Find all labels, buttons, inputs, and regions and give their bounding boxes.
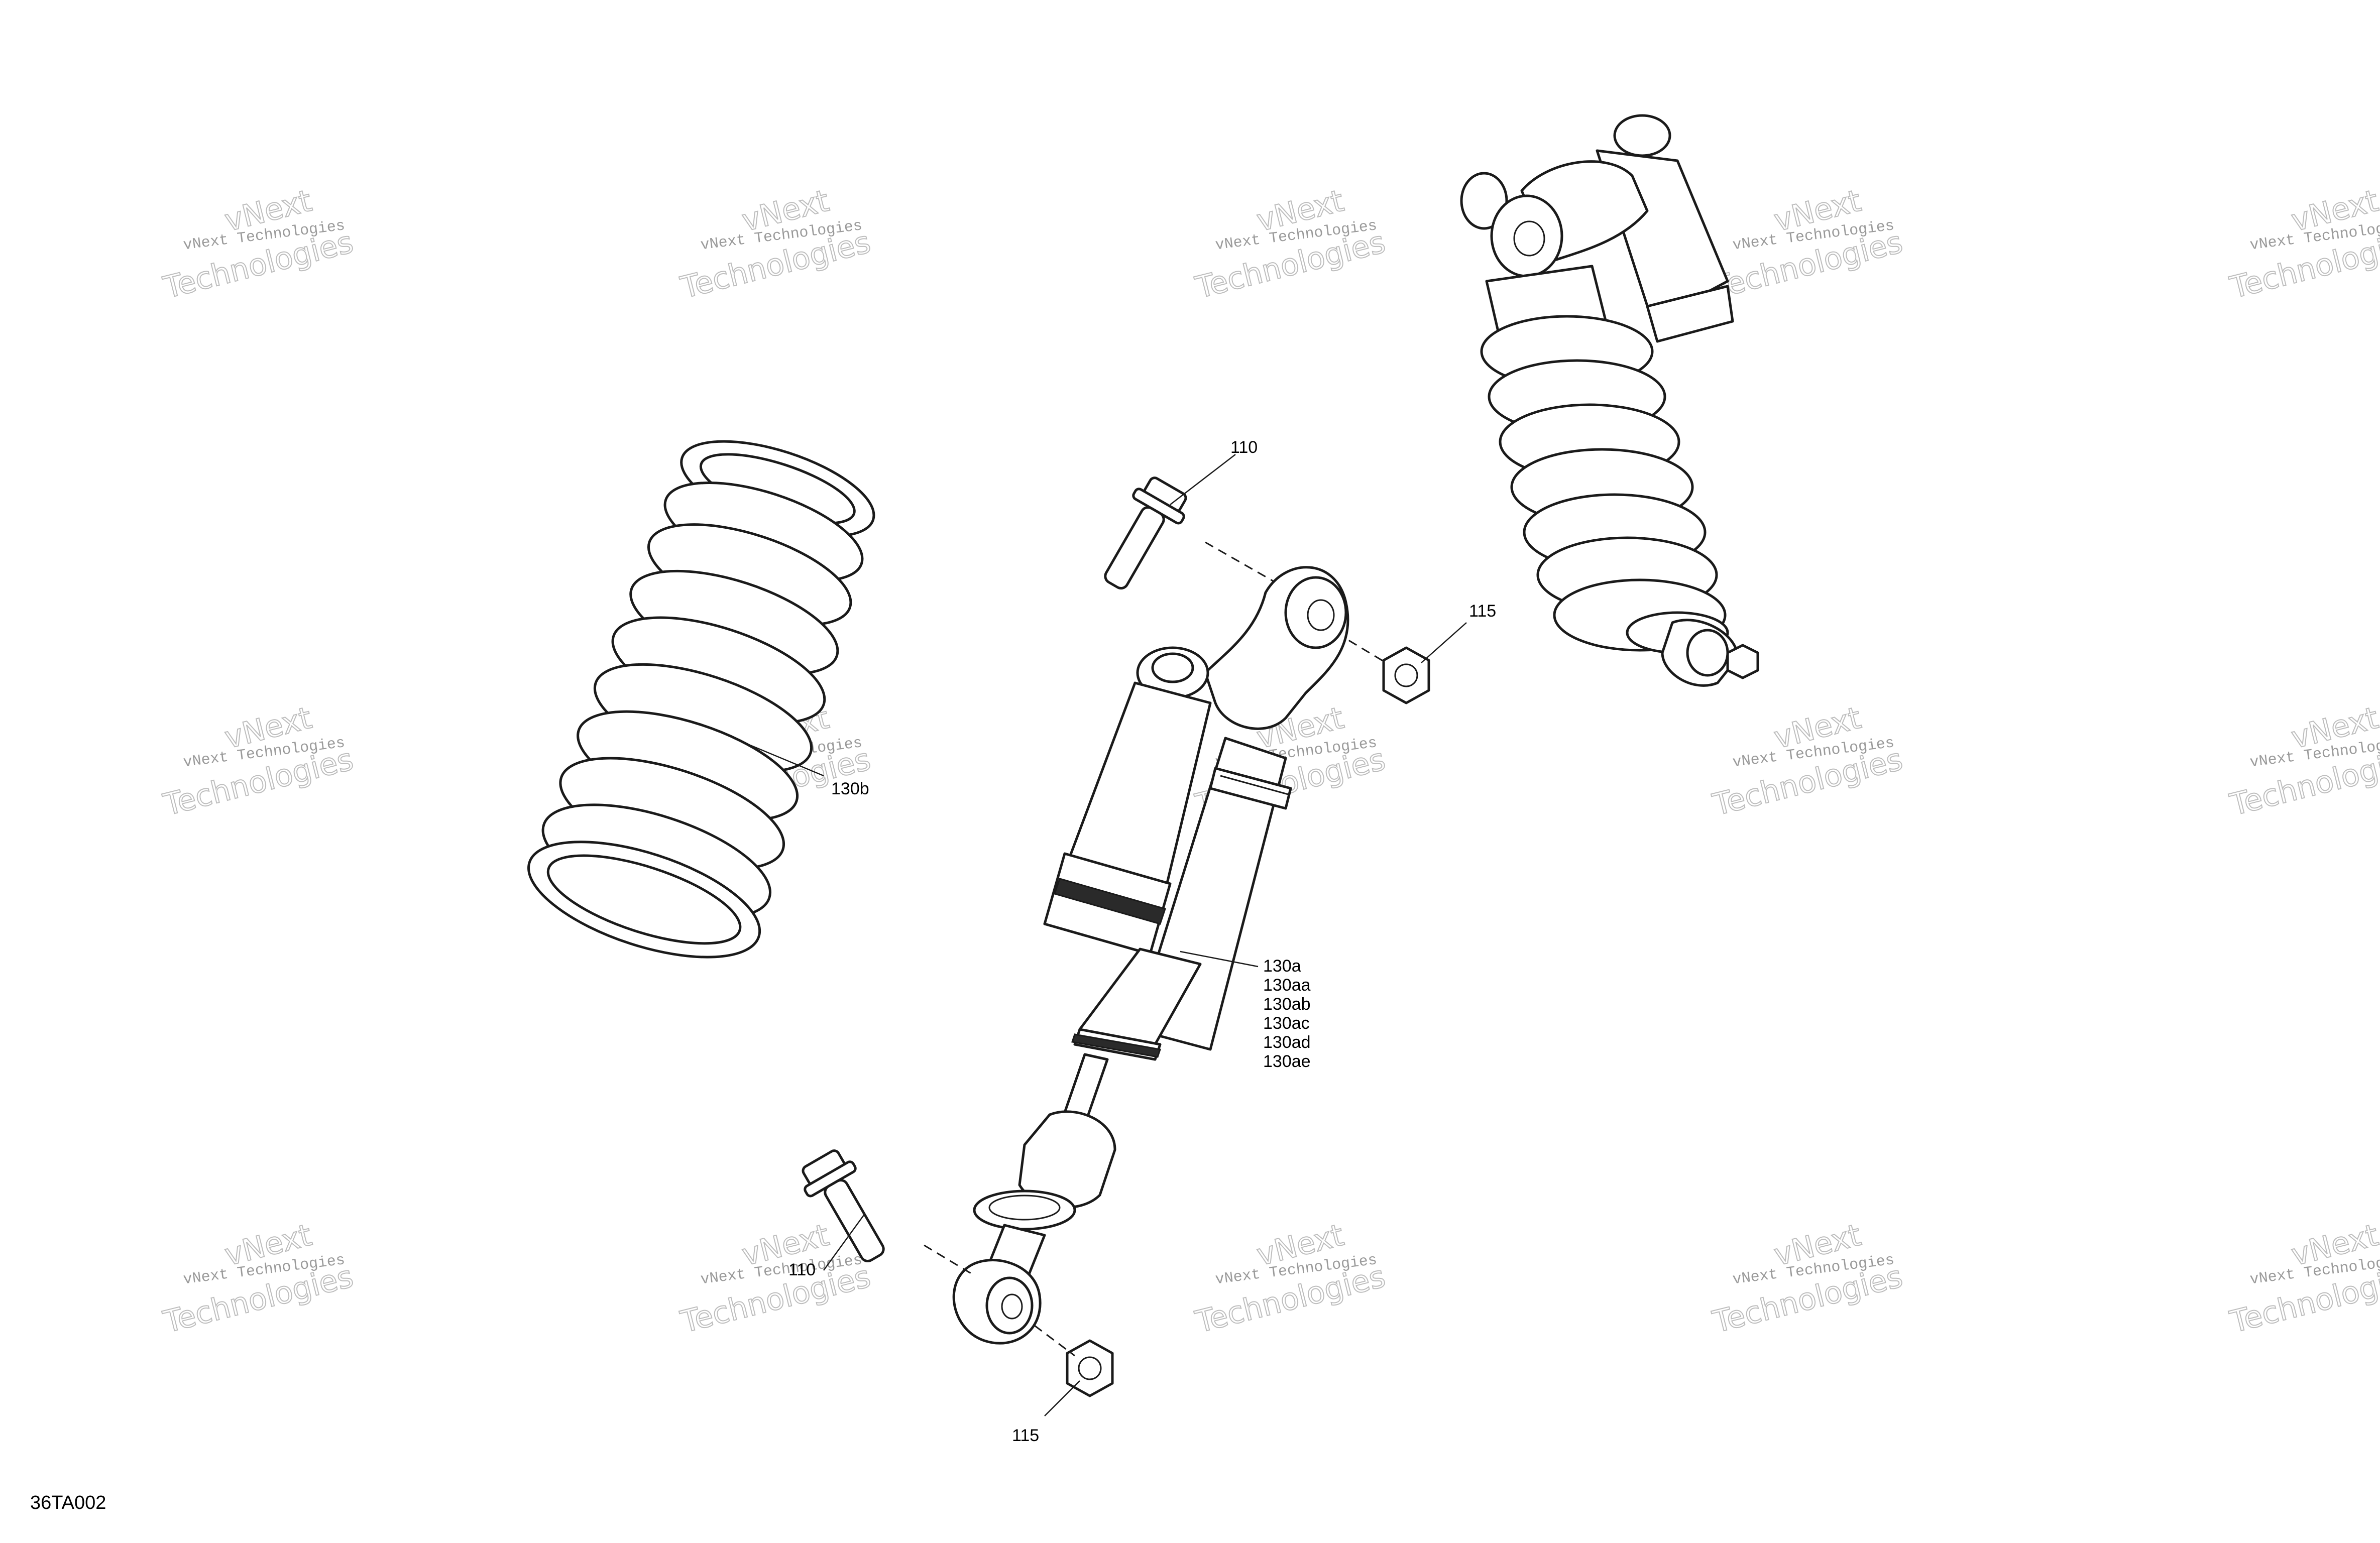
callout-nut-top: 115 [1469, 602, 1496, 621]
callout-bolt-bottom: 110 [788, 1260, 816, 1279]
nut-bottom [1066, 1339, 1114, 1397]
callout-spring: 130b [831, 779, 869, 798]
callout-shock-ae: 130ae [1263, 1052, 1311, 1071]
coil-spring [527, 440, 875, 959]
callout-shock-ad: 130ad [1263, 1033, 1311, 1052]
callout-bolt-top: 110 [1230, 438, 1258, 457]
leader-bolt-top [1170, 454, 1236, 505]
leader-nut-top [1421, 622, 1467, 663]
leader-bolt-bottom [823, 1215, 865, 1271]
callout-shock-ab: 130ab [1263, 995, 1311, 1014]
bolt-bottom [802, 1149, 885, 1263]
shock-assembled [1460, 114, 1759, 687]
shock-absorber-center [952, 566, 1349, 1345]
callout-shock-a: 130a [1263, 957, 1301, 976]
drawing-code: 36TA002 [30, 1492, 106, 1513]
bolt-bottom-axis [924, 1244, 975, 1276]
nut-bottom-axis [1034, 1325, 1075, 1357]
nut-top [1382, 646, 1430, 704]
leader-shock [1180, 951, 1259, 968]
leader-spring [733, 737, 824, 777]
bolt-top-axis [1205, 541, 1276, 583]
callout-nut-bottom: 115 [1012, 1426, 1039, 1445]
callout-shock-ac: 130ac [1263, 1014, 1310, 1033]
callout-shock-aa: 130aa [1263, 976, 1311, 995]
bolt-top [1104, 477, 1187, 590]
leader-nut-bottom [1044, 1380, 1080, 1416]
nut-top-axis [1335, 632, 1387, 664]
